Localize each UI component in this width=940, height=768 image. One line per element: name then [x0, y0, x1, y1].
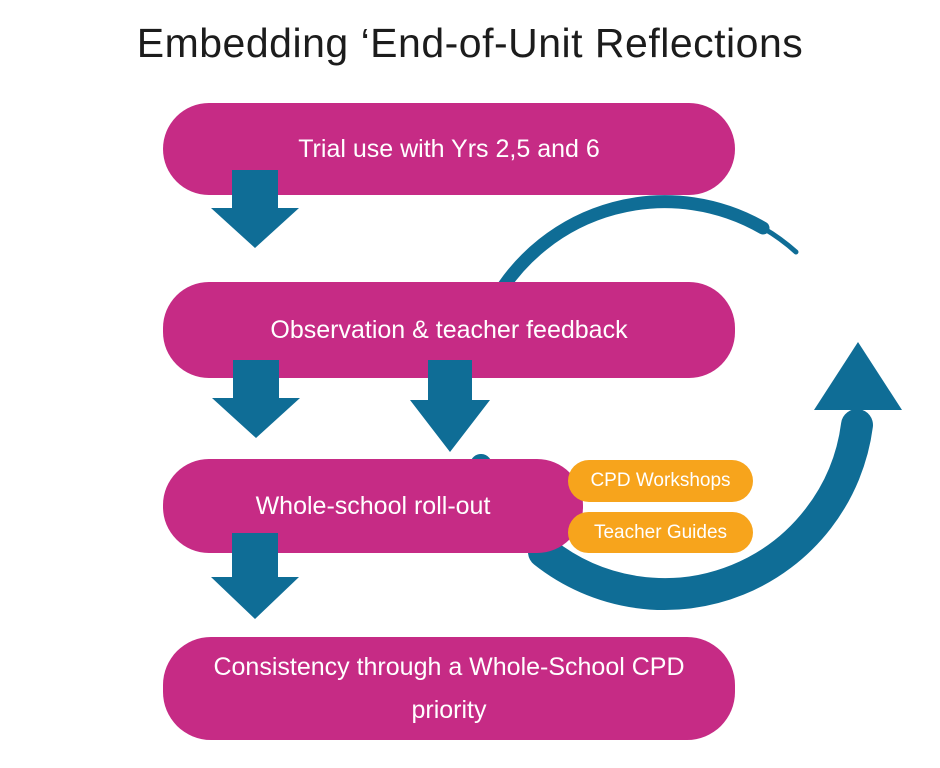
resource-tag-cpd-workshops: CPD Workshops: [568, 460, 753, 502]
flow-step-observation-label: Observation & teacher feedback: [270, 315, 628, 344]
flow-step-rollout-label: Whole-school roll-out: [255, 491, 491, 520]
flow-step-rollout: Whole-school roll-out: [163, 459, 583, 553]
flow-step-consistency: Consistency through a Whole-School CPD p…: [163, 637, 735, 740]
page-title: Embedding ‘End-of-Unit Reflections: [136, 20, 804, 66]
cycle-arrowhead-up-icon: [814, 342, 902, 410]
flow-step-trial: Trial use with Yrs 2,5 and 6: [163, 103, 735, 195]
flow-step-consistency-label: Consistency through a Whole-School CPD p…: [213, 653, 685, 724]
resource-tag-teacher-guides-label: Teacher Guides: [593, 521, 728, 543]
cycle-arrow-tail: [760, 225, 799, 255]
resource-tag-cpd-workshops-label: CPD Workshops: [590, 470, 731, 491]
flow-step-trial-label: Trial use with Yrs 2,5 and 6: [298, 134, 600, 163]
flow-step-observation: Observation & teacher feedback: [163, 282, 735, 378]
resource-tag-teacher-guides: Teacher Guides: [568, 512, 753, 553]
cycle-arrow-bottom-right-curve: [528, 409, 873, 610]
